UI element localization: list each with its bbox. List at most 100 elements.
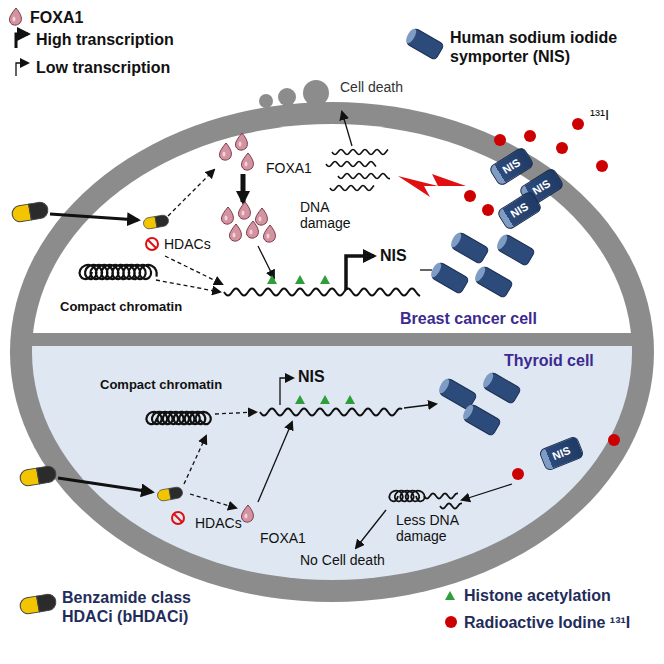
region-shape [32, 124, 632, 333]
enzyme-label: HDACs [164, 236, 211, 252]
nis-protein [473, 264, 514, 298]
legend-text: Radioactive Iodine ¹³¹I [464, 613, 630, 632]
foxa1-protein [255, 208, 267, 225]
foxa1-protein [241, 505, 253, 522]
legend-entry: Human sodium iodide symporter (NIS) [450, 28, 640, 66]
bhdaci-icon [19, 593, 57, 615]
dashed-arrow [184, 436, 206, 484]
chromatin-label: Compact chromatin [100, 378, 222, 393]
legend-text: Human sodium iodide symporter (NIS) [450, 28, 640, 66]
legend-text: High transcription [36, 30, 174, 49]
cell-divider [12, 333, 652, 346]
death-arrow [342, 112, 352, 146]
label-holder: HDACs [164, 236, 211, 252]
apoptotic-bubble [303, 80, 329, 106]
event-label: No Cell death [300, 552, 385, 568]
bhdaci-pill [11, 201, 49, 223]
iodine [556, 142, 568, 154]
label-holder: Cell death [340, 79, 403, 95]
apoptotic-bubble [278, 88, 296, 106]
protein-label: FOXA1 [260, 530, 306, 546]
dashed-arrow [156, 280, 220, 292]
legend-entry: FOXA1 [30, 8, 83, 27]
radiation-bolt [398, 174, 466, 197]
protein-label: FOXA1 [266, 160, 312, 176]
damaged-dna [332, 149, 388, 154]
foxa1-protein [238, 202, 250, 219]
chromatin-strokes [80, 149, 462, 508]
increase-arrow [241, 174, 246, 202]
gene-label: NIS [298, 368, 325, 386]
nis-label: NIS [500, 156, 522, 176]
foxa1-icon [9, 8, 21, 25]
nis-protein [495, 232, 536, 266]
acetyl-mark [320, 395, 330, 404]
acetyl-mark [295, 275, 305, 284]
label-holder: NIS [380, 247, 407, 265]
iodine [596, 160, 608, 172]
open-chromatin [260, 408, 402, 415]
legend-text: Histone acetylation [464, 586, 611, 605]
dna [424, 493, 458, 498]
cell-membrane [10, 102, 654, 602]
damaged-dna [330, 185, 374, 190]
inhibition-symbol [172, 512, 184, 524]
foxa1-protein [219, 143, 231, 160]
label-holder: DNA damage [300, 199, 364, 231]
cell-label: Breast cancer cell [400, 310, 537, 328]
nis-label: NIS [508, 200, 530, 220]
label-holder: FOXA1 [266, 160, 312, 176]
damaged-dna [338, 174, 390, 179]
iodine [608, 434, 620, 446]
acetyl-mark [295, 395, 305, 404]
damaged-dna [440, 503, 462, 508]
iodine [482, 204, 494, 216]
damaged-dna [326, 162, 376, 167]
label-holder: Breast cancer cell [400, 310, 537, 328]
gene-label: NIS [380, 247, 407, 265]
dashed-arrow [190, 494, 236, 508]
acetylation-icon [445, 591, 455, 600]
nis-protein [461, 402, 502, 436]
legend-entry: Histone acetylation [464, 586, 611, 605]
survival-arrow [356, 510, 386, 548]
low-transcription-icon [16, 63, 28, 76]
region-shape [32, 346, 632, 580]
cell-label: Thyroid cell [504, 352, 594, 370]
acetyl-mark [267, 275, 277, 284]
label-holder: Compact chromatin [100, 378, 222, 393]
legend-entry: High transcription [36, 30, 174, 49]
legend-entry: Low transcription [36, 58, 170, 77]
dna [389, 491, 424, 502]
drug-entry-arrow [50, 214, 138, 220]
label-holder: No Cell death [300, 552, 385, 568]
binding-arrow [258, 422, 292, 502]
open-chromatin [224, 288, 420, 296]
iodine-icon [445, 616, 457, 628]
nis-label: NIS [550, 444, 572, 462]
foxa1-protein [235, 133, 247, 150]
legend-entry: Radioactive Iodine ¹³¹I [464, 613, 630, 632]
event-label: DNA damage [300, 199, 364, 231]
acetyl-mark [345, 395, 355, 404]
label-holder: FOXA1 [260, 530, 306, 546]
iodine [572, 118, 584, 130]
label-holder: HDACs [195, 515, 242, 531]
bhdaci-pill [157, 486, 184, 501]
event-label: Less DNA damage [396, 512, 476, 544]
low-transcription-arrow [280, 378, 293, 405]
foxa1-protein [246, 221, 258, 238]
chromatin-label: Compact chromatin [60, 300, 182, 315]
label-holder: Thyroid cell [504, 352, 594, 370]
apoptotic-bubble [259, 94, 273, 108]
isotope-label: ¹³¹I [590, 106, 609, 123]
enzyme-label: HDACs [195, 515, 242, 531]
expression-arrow [404, 404, 436, 408]
acetyl-mark [320, 275, 330, 284]
binding-arrow [258, 246, 274, 278]
dashed-arrow [168, 170, 214, 216]
foxa1-protein [263, 225, 275, 242]
iodine [512, 468, 524, 480]
